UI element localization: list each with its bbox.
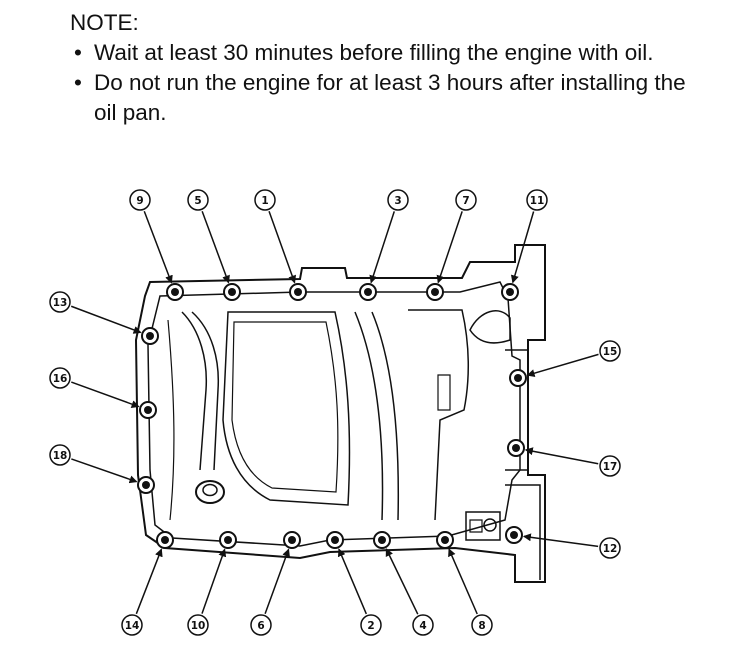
bolt-label-text-12: 12 — [603, 543, 618, 555]
bolt-label-text-8: 8 — [478, 620, 485, 632]
note-title: NOTE: — [70, 10, 139, 35]
bolt-label-text-11: 11 — [530, 195, 545, 207]
leader-line-1 — [268, 211, 297, 284]
leader-line-12 — [522, 533, 599, 548]
bolt-label-text-13: 13 — [53, 297, 68, 309]
bolt-label-5: 5 — [187, 189, 209, 211]
bolt-label-text-9: 9 — [136, 195, 143, 207]
leader-line-2 — [337, 548, 368, 615]
bolt-1 — [289, 283, 307, 301]
leader-line-group — [70, 210, 599, 615]
bolt-14 — [156, 531, 174, 549]
bolt-label-13: 13 — [49, 291, 71, 313]
bolt-label-4: 4 — [412, 614, 434, 636]
note-list: Wait at least 30 minutes before filling … — [70, 38, 710, 128]
leader-line-3 — [369, 211, 395, 284]
bolt-11 — [501, 283, 519, 301]
bolt-label-1: 1 — [254, 189, 276, 211]
bolt-15 — [509, 369, 527, 387]
bolt-4 — [373, 531, 391, 549]
leader-line-4 — [385, 548, 419, 615]
bolt-label-12: 12 — [599, 537, 621, 559]
bolt-label-text-6: 6 — [257, 620, 264, 632]
bolt-7 — [426, 283, 444, 301]
bolt-6 — [283, 531, 301, 549]
bolt-label-9: 9 — [129, 189, 151, 211]
bolt-label-11: 11 — [526, 189, 548, 211]
bolt-label-text-7: 7 — [462, 195, 469, 207]
bolt-label-text-5: 5 — [194, 195, 201, 207]
leader-line-16 — [71, 381, 140, 408]
note-item-wait: Wait at least 30 minutes before filling … — [70, 38, 710, 68]
bolt-label-14: 14 — [121, 614, 143, 636]
bolt-2 — [326, 531, 344, 549]
bolt-12 — [505, 526, 523, 544]
bolt-label-3: 3 — [387, 189, 409, 211]
leader-line-8 — [448, 548, 478, 615]
leader-line-15 — [526, 353, 599, 378]
bolt-8 — [436, 531, 454, 549]
bolt-label-8: 8 — [471, 614, 493, 636]
leader-line-14 — [135, 548, 163, 615]
leader-line-5 — [201, 210, 230, 284]
bolt-label-text-2: 2 — [367, 620, 374, 632]
bolt-13 — [141, 327, 159, 345]
bolt-9 — [166, 283, 184, 301]
bolt-18 — [137, 476, 155, 494]
leader-line-10 — [201, 548, 227, 614]
bolt-17 — [507, 439, 525, 457]
bolt-label-text-3: 3 — [394, 195, 401, 207]
leader-line-6 — [264, 548, 290, 614]
bolt-label-10: 10 — [187, 614, 209, 636]
bolt-16 — [139, 401, 157, 419]
bolt-label-2: 2 — [360, 614, 382, 636]
bolt-label-text-14: 14 — [125, 620, 140, 632]
leader-line-13 — [70, 305, 142, 334]
note-block: NOTE: Wait at least 30 minutes before fi… — [70, 8, 710, 128]
leader-line-11 — [510, 211, 535, 284]
bolt-label-7: 7 — [455, 189, 477, 211]
bolt-label-text-4: 4 — [419, 620, 426, 632]
bolt-10 — [219, 531, 237, 549]
bolt-label-text-10: 10 — [191, 620, 206, 632]
bolt-label-18: 18 — [49, 444, 71, 466]
leader-line-9 — [143, 210, 173, 284]
bolt-label-16: 16 — [49, 367, 71, 389]
bolt-5 — [223, 283, 241, 301]
bolt-label-6: 6 — [250, 614, 272, 636]
bolt-label-text-18: 18 — [53, 450, 68, 462]
leader-line-18 — [71, 458, 138, 484]
bolt-label-15: 15 — [599, 340, 621, 362]
leader-line-17 — [524, 447, 599, 465]
bolt-label-text-15: 15 — [603, 346, 618, 358]
bolt-label-text-16: 16 — [53, 373, 68, 385]
leader-line-7 — [436, 211, 463, 284]
bolt-3 — [359, 283, 377, 301]
bolt-label-text-1: 1 — [261, 195, 268, 207]
note-item-do-not-run: Do not run the engine for at least 3 hou… — [70, 68, 710, 128]
bolt-label-text-17: 17 — [603, 461, 618, 473]
bolt-group — [137, 283, 527, 549]
bolt-label-17: 17 — [599, 455, 621, 477]
oil-pan-outline — [134, 244, 546, 583]
